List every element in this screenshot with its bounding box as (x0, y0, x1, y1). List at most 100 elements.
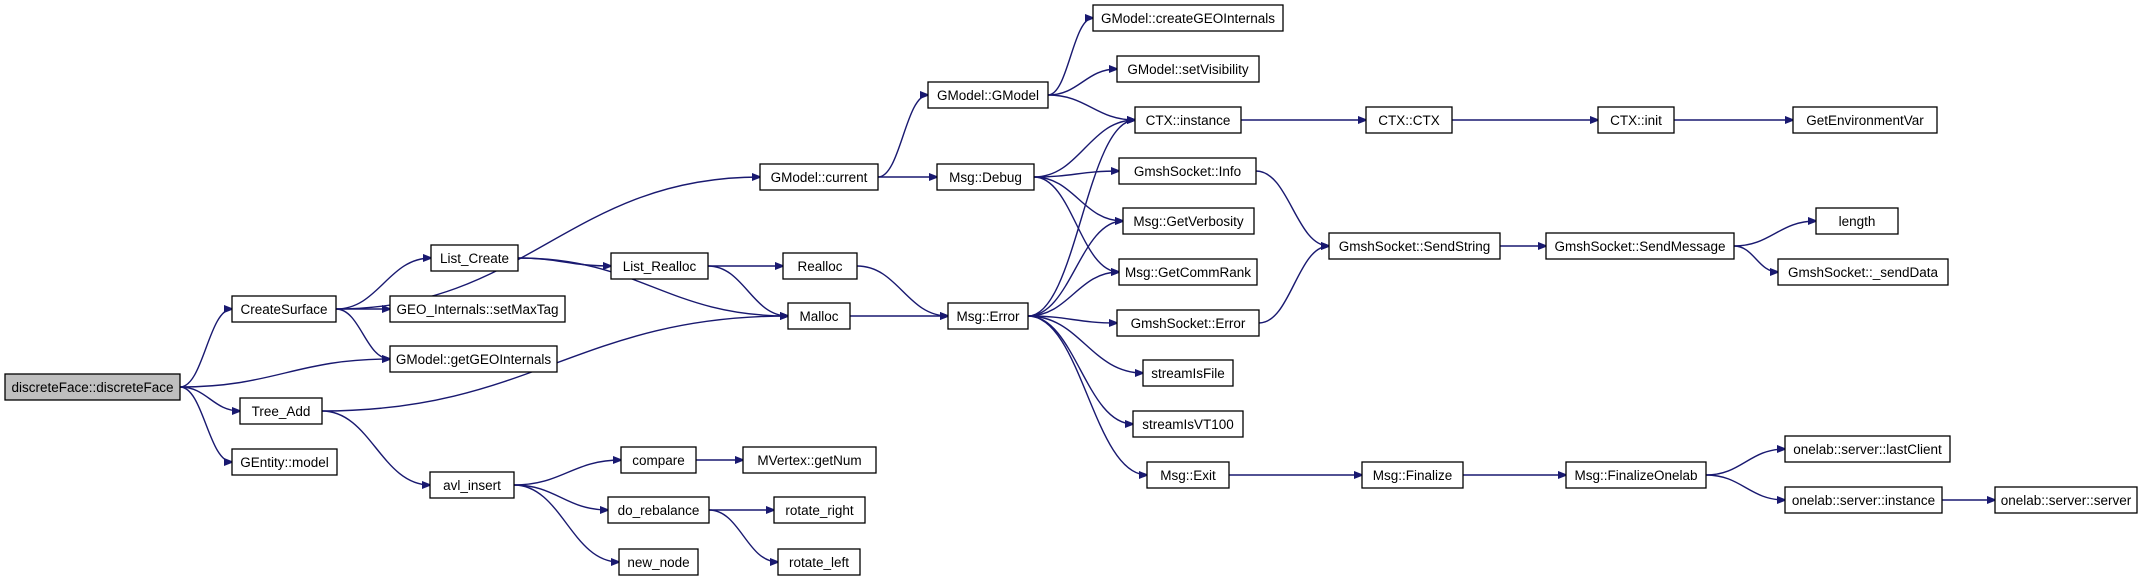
node-discreteface[interactable]: discreteFace::discreteFace (4, 373, 181, 401)
node-label: Msg::Debug (949, 170, 1022, 185)
node-list-realloc[interactable]: List_Realloc (610, 252, 709, 280)
node-msg-exit[interactable]: Msg::Exit (1146, 461, 1230, 489)
node-box (239, 397, 323, 425)
node-do-rebalance[interactable]: do_rebalance (607, 496, 710, 524)
node-msg-debug[interactable]: Msg::Debug (936, 163, 1035, 191)
node-box (1134, 106, 1242, 134)
node-box (389, 295, 566, 323)
call-edges (179, 18, 1995, 562)
node-rotate-left[interactable]: rotate_left (777, 548, 861, 576)
node-gmodel-getgeointernals[interactable]: GModel::getGEOInternals (389, 345, 558, 373)
node-list-create[interactable]: List_Create (430, 244, 519, 272)
node-rotate-right[interactable]: rotate_right (773, 496, 866, 524)
node-gmshsocket-sendstring[interactable]: GmshSocket::SendString (1328, 232, 1501, 260)
node-label: Msg::Finalize (1373, 468, 1453, 483)
node-msg-error[interactable]: Msg::Error (947, 302, 1029, 330)
node-onelab-instance[interactable]: onelab::server::instance (1784, 486, 1943, 514)
node-box (231, 295, 337, 323)
node-label: onelab::server::instance (1792, 493, 1935, 508)
node-box (742, 446, 877, 474)
node-label: GmshSocket::SendMessage (1554, 239, 1725, 254)
function-nodes: discreteFace::discreteFaceCreateSurfaceG… (4, 4, 2138, 576)
edge-gmodel-current-to-gmodel-gmodel (877, 95, 928, 178)
node-geo-internals-setmaxtag[interactable]: GEO_Internals::setMaxTag (389, 295, 566, 323)
edge-gmodel-gmodel-to-gmodel-creategeointernals (1047, 18, 1093, 96)
node-box (1116, 55, 1260, 83)
node-gmodel-creategeointernals[interactable]: GModel::createGEOInternals (1092, 4, 1284, 32)
node-mvertex-getnum[interactable]: MVertex::getNum (742, 446, 877, 474)
edge-gmodel-gmodel-to-gmodel-setvisibility (1047, 69, 1117, 96)
node-msg-finalize[interactable]: Msg::Finalize (1361, 461, 1464, 489)
node-gmodel-gmodel[interactable]: GModel::GModel (927, 81, 1049, 109)
edge-gmodel-gmodel-to-ctx-instance (1047, 94, 1135, 120)
node-label: Tree_Add (252, 404, 311, 419)
node-msg-getverbosity[interactable]: Msg::GetVerbosity (1122, 207, 1255, 235)
node-getenvironmentvar[interactable]: GetEnvironmentVar (1792, 106, 1938, 134)
edge-gmshsocket-error-to-gmshsocket-sendstring (1258, 246, 1329, 324)
edge-createsurface-to-gmodel-current (335, 177, 760, 310)
node-length[interactable]: length (1815, 207, 1899, 235)
node-ctx-instance[interactable]: CTX::instance (1134, 106, 1242, 134)
node-gmshsocket-error[interactable]: GmshSocket::Error (1116, 309, 1260, 337)
node-tree-add[interactable]: Tree_Add (239, 397, 323, 425)
node-label: Msg::Exit (1160, 468, 1216, 483)
node-box (777, 548, 861, 576)
node-msg-getcommrank[interactable]: Msg::GetCommRank (1118, 258, 1258, 286)
node-createsurface[interactable]: CreateSurface (231, 295, 337, 323)
edge-discreteface-to-tree-add (179, 386, 240, 411)
node-box (1784, 486, 1943, 514)
node-label: CTX::CTX (1378, 113, 1440, 128)
node-label: GmshSocket::Error (1131, 316, 1246, 331)
node-box (947, 302, 1029, 330)
node-label: GmshSocket::Info (1134, 164, 1241, 179)
edge-msg-error-to-gmshsocket-error (1027, 315, 1117, 323)
node-compare[interactable]: compare (620, 446, 697, 474)
node-ctx-init[interactable]: CTX::init (1597, 106, 1675, 134)
node-box (1361, 461, 1464, 489)
node-new-node[interactable]: new_node (618, 548, 699, 576)
node-box (1132, 410, 1244, 438)
edge-do-rebalance-to-rotate-left (708, 509, 778, 562)
node-label: GModel::getGEOInternals (396, 352, 552, 367)
node-label: List_Realloc (623, 259, 697, 274)
node-box (1777, 258, 1949, 286)
node-box (429, 471, 515, 499)
node-box (231, 448, 338, 476)
edge-gmshsocket-sendmessage-to-length (1733, 221, 1816, 247)
edge-msg-debug-to-msg-getverbosity (1033, 176, 1123, 221)
node-gmodel-setvisibility[interactable]: GModel::setVisibility (1116, 55, 1260, 83)
node-box (4, 373, 181, 401)
node-ctx-ctx[interactable]: CTX::CTX (1365, 106, 1453, 134)
node-msg-finalizeonelab[interactable]: Msg::FinalizeOnelab (1565, 461, 1707, 489)
node-gmshsocket-info[interactable]: GmshSocket::Info (1118, 157, 1257, 185)
node-box (936, 163, 1035, 191)
edge-msg-error-to-streamisfile (1027, 315, 1143, 373)
node-streamisfile[interactable]: streamIsFile (1142, 359, 1234, 387)
edge-discreteface-to-gentity-model (179, 386, 232, 462)
node-gmshsocket-senddata[interactable]: GmshSocket::_sendData (1777, 258, 1949, 286)
node-realloc[interactable]: Realloc (782, 252, 858, 280)
edge-msg-error-to-ctx-instance (1027, 120, 1135, 317)
node-label: Malloc (799, 309, 838, 324)
node-avl-insert[interactable]: avl_insert (429, 471, 515, 499)
edge-avl-insert-to-compare (513, 460, 621, 486)
node-gmodel-current[interactable]: GModel::current (759, 163, 879, 191)
node-onelab-lastclient[interactable]: onelab::server::lastClient (1784, 435, 1951, 463)
node-onelab-server[interactable]: onelab::server::server (1994, 486, 2138, 514)
node-box (759, 163, 879, 191)
edge-avl-insert-to-do-rebalance (513, 484, 608, 510)
node-gentity-model[interactable]: GEntity::model (231, 448, 338, 476)
edge-msg-debug-to-gmshsocket-info (1033, 171, 1119, 178)
edge-msg-error-to-msg-getverbosity (1027, 221, 1123, 317)
node-box (1784, 435, 1951, 463)
node-label: GEO_Internals::setMaxTag (396, 302, 558, 317)
node-label: Msg::GetCommRank (1125, 265, 1251, 280)
node-label: CTX::instance (1146, 113, 1231, 128)
node-box (1328, 232, 1501, 260)
node-gmshsocket-sendmessage[interactable]: GmshSocket::SendMessage (1545, 232, 1735, 260)
node-label: MVertex::getNum (757, 453, 861, 468)
node-box (1365, 106, 1453, 134)
node-malloc[interactable]: Malloc (787, 302, 851, 330)
node-box (1597, 106, 1675, 134)
node-streamisvt100[interactable]: streamIsVT100 (1132, 410, 1244, 438)
